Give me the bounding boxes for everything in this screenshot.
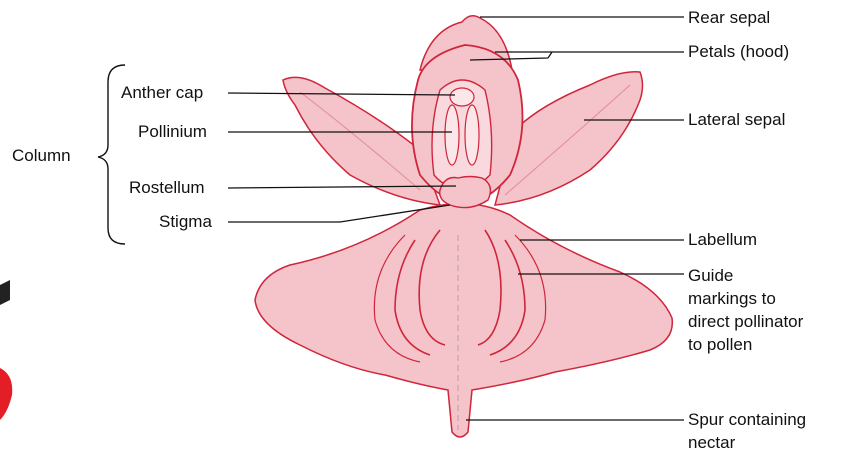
labellum bbox=[255, 204, 672, 437]
label-petals: Petals (hood) bbox=[688, 42, 789, 62]
label-spur-line-1: Spur containing bbox=[688, 408, 806, 431]
label-spur: Spur containing nectar bbox=[688, 408, 806, 454]
anther-cap bbox=[450, 88, 474, 106]
label-column: Column bbox=[12, 146, 71, 166]
edge-artifact-dark bbox=[0, 280, 10, 305]
label-anther-cap: Anther cap bbox=[121, 83, 203, 103]
label-pollinium: Pollinium bbox=[138, 122, 207, 142]
pollinium-left bbox=[445, 105, 459, 165]
label-spur-line-2: nectar bbox=[688, 431, 806, 454]
label-guide-markings-line-4: to pollen bbox=[688, 333, 803, 356]
label-rostellum: Rostellum bbox=[129, 178, 205, 198]
label-guide-markings-line-2: markings to bbox=[688, 287, 803, 310]
label-lateral-sepal: Lateral sepal bbox=[688, 110, 785, 130]
label-stigma: Stigma bbox=[159, 212, 212, 232]
label-rear-sepal: Rear sepal bbox=[688, 8, 770, 28]
label-guide-markings-line-3: direct pollinator bbox=[688, 310, 803, 333]
label-labellum: Labellum bbox=[688, 230, 757, 250]
edge-artifact-red bbox=[0, 368, 12, 420]
label-guide-markings-line-1: Guide bbox=[688, 264, 803, 287]
pollinium-right bbox=[465, 105, 479, 165]
stigma bbox=[440, 177, 491, 208]
label-guide-markings: Guide markings to direct pollinator to p… bbox=[688, 264, 803, 356]
